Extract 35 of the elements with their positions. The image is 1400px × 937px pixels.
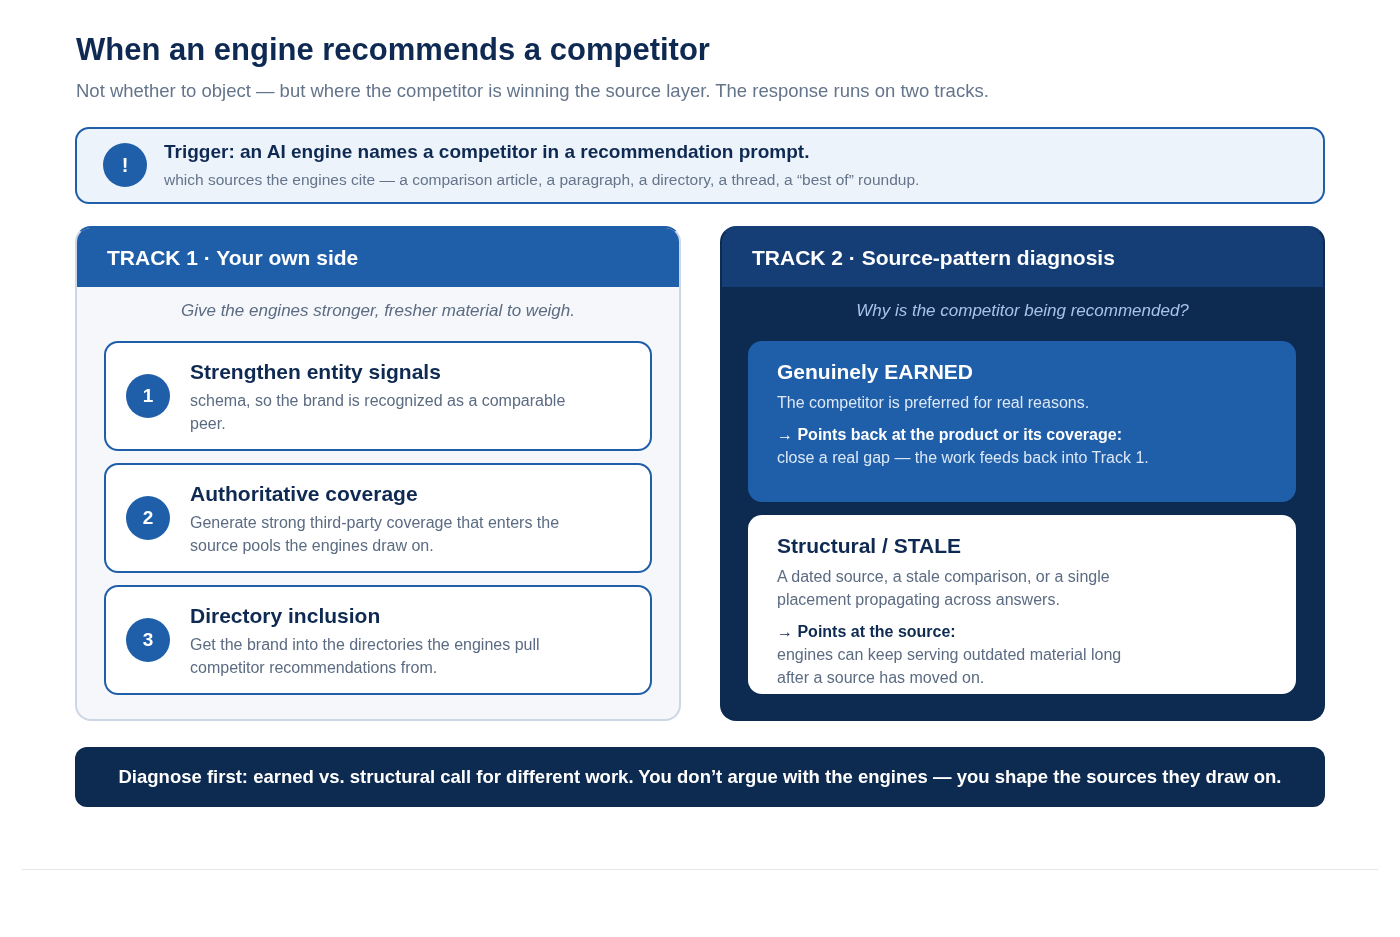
card-title: Structural / STALE	[777, 533, 962, 559]
card-description: A dated source, a stale comparison, or a single placement propagating across answers.	[777, 567, 1111, 610]
page-title: When an engine recommends a competitor	[76, 31, 710, 69]
step-number: 3	[126, 618, 170, 662]
diagnosis-card	[748, 341, 1296, 502]
track-header: TRACK 2 · Source-pattern diagnosis	[722, 228, 1323, 287]
track-intro: Give the engines stronger, fresher material to weigh.	[179, 300, 576, 322]
outcome-description: close a real gap — the work feeds back into Track 1.	[777, 448, 1150, 468]
diagnosis-card	[748, 515, 1296, 694]
step-number: 1	[126, 374, 170, 418]
page-subtitle: Not whether to object — but where the competitor is winning the source layer. The response runs on two tracks.	[76, 79, 989, 103]
alert-marker: !	[103, 143, 147, 187]
card-title: Genuinely EARNED	[777, 359, 975, 385]
step-description: schema, so the brand is recognized as a comparable peer.	[190, 391, 567, 434]
track-header: TRACK 1 · Your own side	[77, 228, 679, 287]
step-title: Authoritative coverage	[190, 481, 419, 507]
step-description: Generate strong third-party coverage that enters the source pools the engines draw on.	[190, 513, 561, 556]
step-description: Get the brand into the directories the engines pull competitor recommendations from.	[190, 635, 541, 678]
track-panel	[75, 226, 681, 721]
outcome-heading: → Points at the source:	[777, 622, 957, 642]
takeaway-banner: Diagnose first: earned vs. structural call for different work. You don’t argue with the engines — you shape the sources they draw on.	[75, 747, 1325, 807]
trigger-heading: Trigger: an AI engine names a competitor in a recommendation prompt.	[164, 140, 811, 164]
step-card	[104, 463, 652, 573]
step-card	[104, 585, 652, 695]
outcome-heading: → Points back at the product or its coverage:	[777, 425, 1123, 445]
step-title: Strengthen entity signals	[190, 359, 442, 385]
step-number: 2	[126, 496, 170, 540]
trigger-banner	[75, 127, 1325, 204]
outcome-description: engines can keep serving outdated material long after a source has moved on.	[777, 645, 1123, 688]
step-title: Directory inclusion	[190, 603, 382, 629]
track-intro: Why is the competitor being recommended?	[855, 300, 1190, 322]
step-card	[104, 341, 652, 451]
trigger-description: which sources the engines cite — a comparison article, a paragraph, a directory, a thread, a “best of” roundup.	[164, 170, 921, 190]
track-panel	[720, 226, 1325, 721]
card-description: The competitor is preferred for real reasons.	[777, 393, 1091, 413]
